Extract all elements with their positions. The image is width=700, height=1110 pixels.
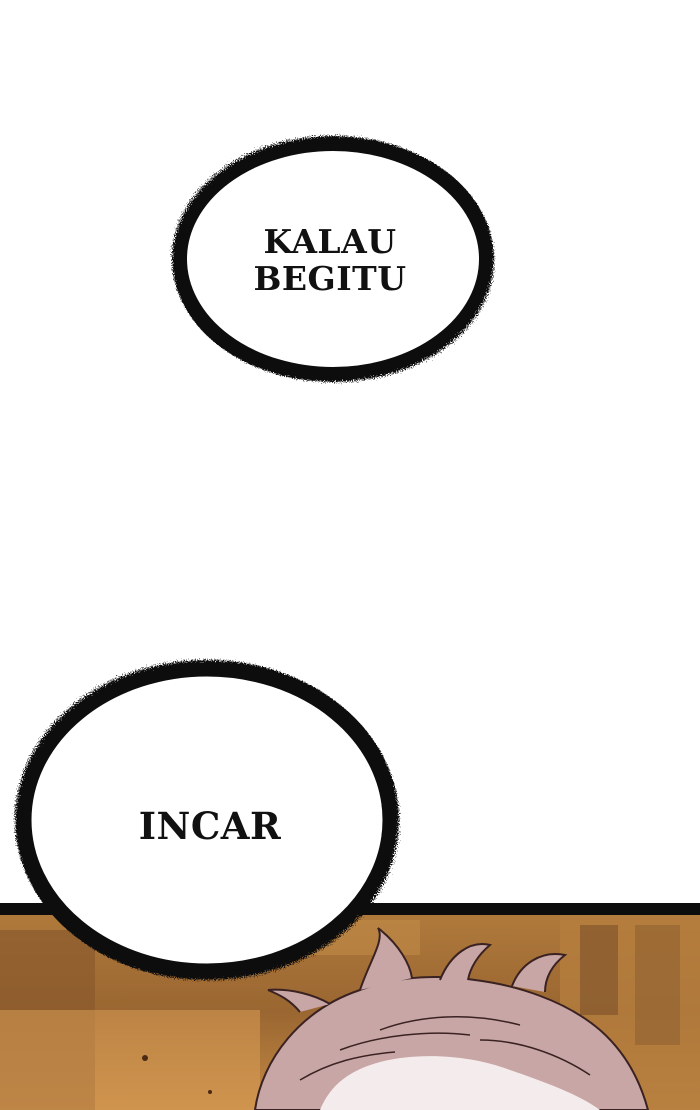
bubble-2-text: INCAR [138, 804, 282, 848]
scene-speck [208, 1090, 212, 1094]
bubble-1-text: KALAU BEGITU [253, 222, 407, 298]
scene-speck [142, 1055, 148, 1061]
scene-shelf-item [580, 925, 618, 1015]
speech-bubble-2 [15, 660, 399, 980]
character-hair [253, 927, 650, 1110]
scene-table [0, 1010, 260, 1110]
scene-panel [0, 903, 700, 1110]
scene-shelf-item [635, 925, 680, 1045]
speech-bubble-1 [172, 136, 494, 382]
